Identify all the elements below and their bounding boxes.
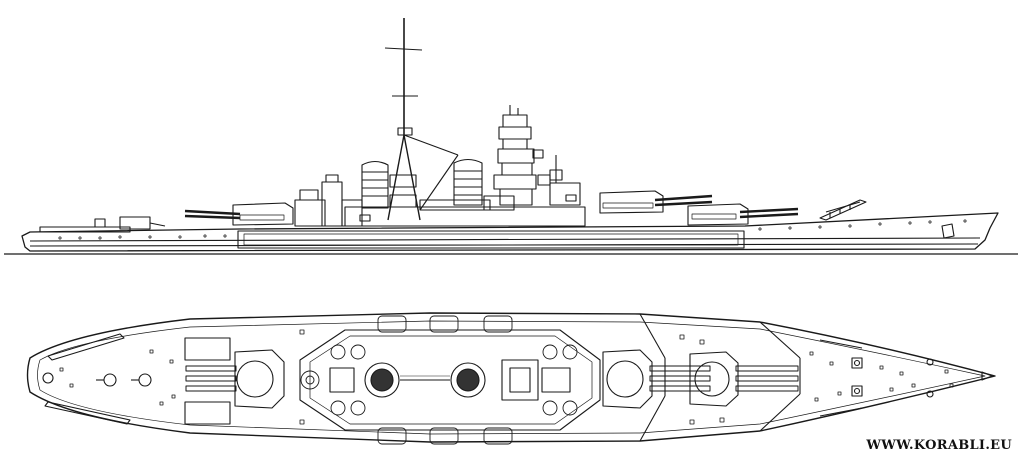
- plan-view: [26, 312, 996, 445]
- secondary-mounts: [300, 315, 578, 445]
- turret-x-side: [184, 202, 294, 226]
- armour-belt: [237, 230, 745, 249]
- funnel-caps: [364, 362, 486, 398]
- portholes: [58, 219, 967, 240]
- turret-a-side: [687, 203, 799, 226]
- bow-crane: [819, 199, 867, 221]
- turret-x-plan: [185, 349, 285, 409]
- side-profile-view: [4, 18, 1018, 255]
- main-mast: [384, 18, 459, 221]
- side-hull: [21, 212, 999, 252]
- turret-b-plan: [602, 349, 711, 409]
- watermark-text: WWW.KORABLI.EU: [866, 438, 1012, 453]
- turret-a-plan: [689, 351, 799, 407]
- bow-emblem: [941, 223, 955, 239]
- deck-fittings: [59, 329, 954, 425]
- funnel-aft: [361, 160, 389, 209]
- turret-b-side: [599, 190, 713, 214]
- forward-conning-tower: [493, 105, 551, 206]
- funnel-fore: [453, 158, 483, 206]
